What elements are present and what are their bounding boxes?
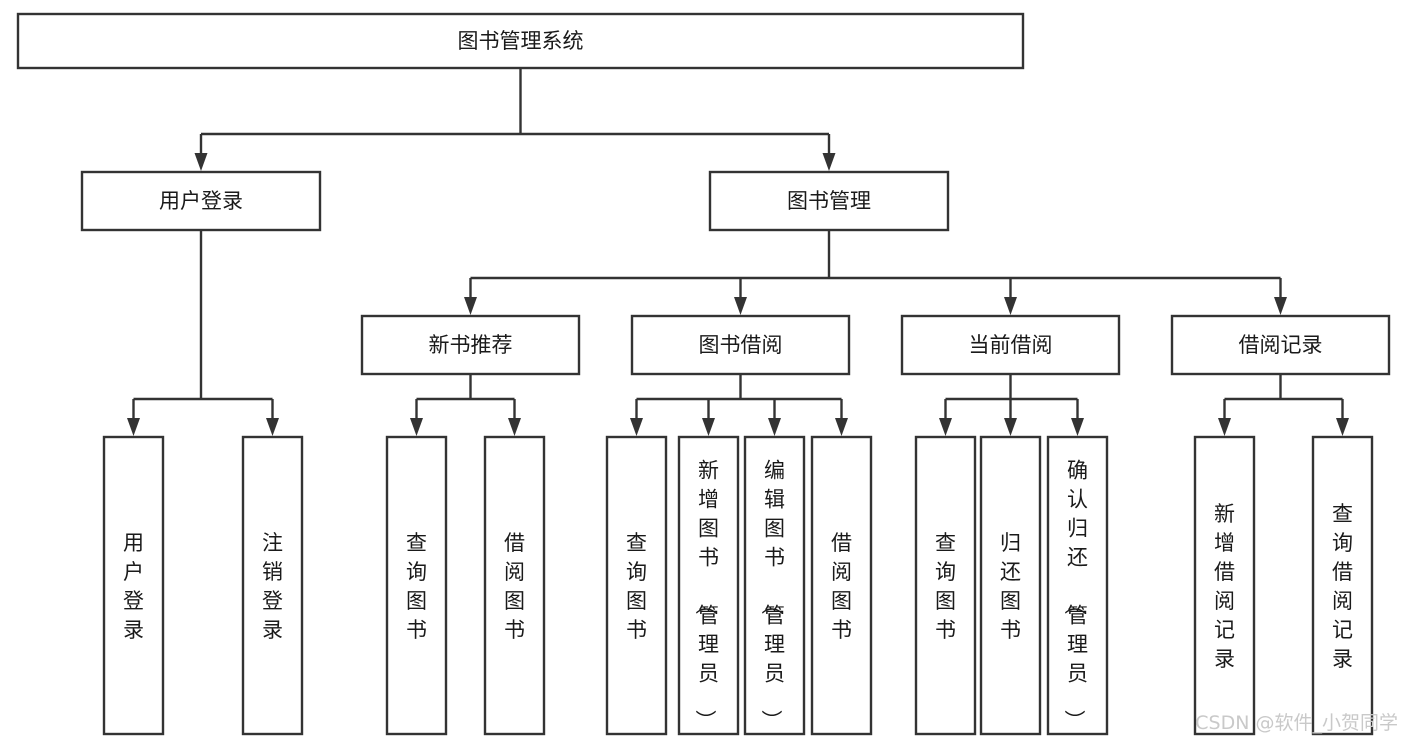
node-box-f-rec-query bbox=[1311, 435, 1374, 736]
watermark-label: CSDN @软件_小贺同学 bbox=[1195, 712, 1398, 734]
node-box-f-nb-query bbox=[385, 435, 448, 736]
node-box-f-nb-borrow bbox=[483, 435, 546, 736]
node-label-bookmgmt: 图书管理 bbox=[787, 189, 871, 213]
node-box-current bbox=[900, 314, 1121, 376]
node-label-newbook: 新书推荐 bbox=[429, 333, 513, 357]
node-f-nb-borrow[interactable]: 借阅图书 bbox=[483, 435, 546, 736]
node-f-bk-borrow[interactable]: 借阅图书 bbox=[810, 435, 873, 736]
edge-group-records bbox=[1218, 374, 1349, 436]
node-label-f-cur-conf: 确认归还（管理员） bbox=[1062, 459, 1088, 731]
node-box-root bbox=[16, 12, 1025, 70]
node-box-f-cur-query bbox=[914, 435, 977, 736]
node-f-cur-conf[interactable]: 确认归还（管理员） bbox=[1046, 435, 1109, 736]
node-label-f-bk-borrow: 借阅图书 bbox=[831, 531, 852, 642]
edge-group-newbook bbox=[410, 374, 521, 436]
node-f-cur-ret[interactable]: 归还图书 bbox=[979, 435, 1042, 736]
node-label-borrow: 图书借阅 bbox=[699, 333, 783, 357]
node-box-f-bk-query bbox=[605, 435, 668, 736]
node-box-f-bk-borrow bbox=[810, 435, 873, 736]
edge-group-borrow bbox=[630, 374, 848, 436]
node-label-f-rec-add: 新增借阅记录 bbox=[1214, 502, 1235, 671]
edge-group-bookmgmt bbox=[464, 230, 1287, 315]
node-f-rec-add[interactable]: 新增借阅记录 bbox=[1193, 435, 1256, 736]
node-records[interactable]: 借阅记录 bbox=[1170, 314, 1391, 376]
node-box-f-bk-edit bbox=[743, 435, 806, 736]
node-f-nb-query[interactable]: 查询图书 bbox=[385, 435, 448, 736]
node-label-root: 图书管理系统 bbox=[458, 29, 584, 53]
node-label-records: 借阅记录 bbox=[1239, 333, 1323, 357]
node-box-records bbox=[1170, 314, 1391, 376]
node-label-f-userlogin: 用户登录 bbox=[123, 531, 144, 642]
node-login[interactable]: 用户登录 bbox=[80, 170, 322, 232]
node-label-login: 用户登录 bbox=[159, 189, 243, 213]
edge-group-root bbox=[194, 68, 836, 171]
node-box-f-cur-conf bbox=[1046, 435, 1109, 736]
node-current[interactable]: 当前借阅 bbox=[900, 314, 1121, 376]
node-label-f-bk-add: 新增图书（管理员） bbox=[693, 459, 719, 731]
node-f-cur-query[interactable]: 查询图书 bbox=[914, 435, 977, 736]
node-label-f-bk-edit: 编辑图书（管理员） bbox=[759, 459, 785, 731]
node-borrow[interactable]: 图书借阅 bbox=[630, 314, 851, 376]
node-box-f-logout bbox=[241, 435, 304, 736]
node-f-rec-query[interactable]: 查询借阅记录 bbox=[1311, 435, 1374, 736]
node-f-bk-add[interactable]: 新增图书（管理员） bbox=[677, 435, 740, 736]
node-f-userlogin[interactable]: 用户登录 bbox=[102, 435, 165, 736]
edge-group-login bbox=[127, 230, 279, 436]
node-newbook[interactable]: 新书推荐 bbox=[360, 314, 581, 376]
node-box-newbook bbox=[360, 314, 581, 376]
node-f-bk-edit[interactable]: 编辑图书（管理员） bbox=[743, 435, 806, 736]
node-box-f-rec-add bbox=[1193, 435, 1256, 736]
node-label-f-nb-query: 查询图书 bbox=[406, 531, 427, 642]
nodes-layer: 图书管理系统用户登录图书管理新书推荐图书借阅当前借阅借阅记录用户登录注销登录查询… bbox=[16, 12, 1391, 736]
node-f-logout[interactable]: 注销登录 bbox=[241, 435, 304, 736]
node-bookmgmt[interactable]: 图书管理 bbox=[708, 170, 950, 232]
node-label-f-cur-query: 查询图书 bbox=[935, 531, 956, 642]
node-box-login bbox=[80, 170, 322, 232]
node-box-borrow bbox=[630, 314, 851, 376]
node-label-f-rec-query: 查询借阅记录 bbox=[1332, 502, 1353, 671]
node-f-bk-query[interactable]: 查询图书 bbox=[605, 435, 668, 736]
node-label-f-nb-borrow: 借阅图书 bbox=[504, 531, 525, 642]
node-box-f-userlogin bbox=[102, 435, 165, 736]
edges-layer bbox=[127, 68, 1349, 436]
node-box-f-cur-ret bbox=[979, 435, 1042, 736]
node-root[interactable]: 图书管理系统 bbox=[16, 12, 1025, 70]
node-box-bookmgmt bbox=[708, 170, 950, 232]
node-label-current: 当前借阅 bbox=[969, 333, 1053, 357]
node-label-f-cur-ret: 归还图书 bbox=[1000, 531, 1021, 642]
node-box-f-bk-add bbox=[677, 435, 740, 736]
edge-group-current bbox=[939, 374, 1084, 436]
node-label-f-bk-query: 查询图书 bbox=[626, 531, 647, 642]
node-label-f-logout: 注销登录 bbox=[262, 531, 283, 642]
